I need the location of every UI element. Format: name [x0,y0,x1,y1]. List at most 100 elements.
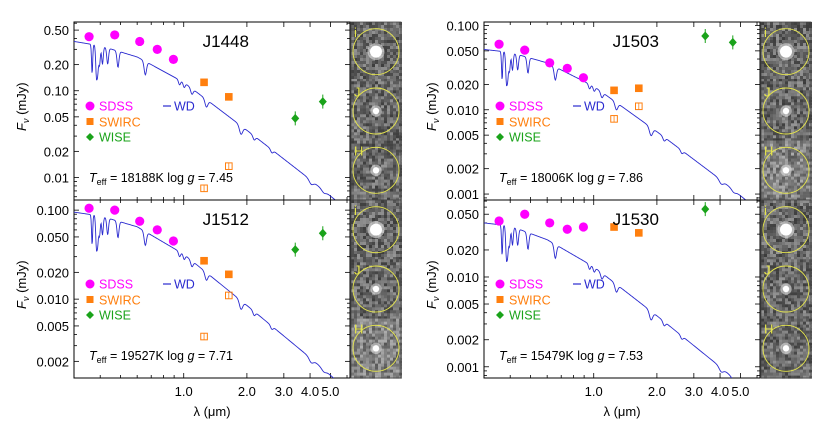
cutout-pixel [809,257,812,260]
cutout-pixel [761,301,764,305]
cutout-pixel [761,289,764,293]
cutout-pixel [782,307,785,311]
cutout-pixel [399,123,402,127]
cutout-pixel [387,236,390,239]
cutout-pixel [387,64,390,67]
cutout-pixel [360,283,363,287]
cutout-pixel [399,242,402,245]
cutout-pixel [809,333,812,337]
cutout-pixel [803,28,806,31]
cutout-pixel [357,158,360,162]
cutout-pixel [761,129,764,133]
cutout-pixel [761,280,764,284]
cutout-pixel [803,304,806,308]
cutout-pixel [785,64,788,67]
cutout-pixel [375,185,378,189]
cutout-pixel [803,70,806,73]
cutout-pixel [381,304,384,308]
cutout-pixel [785,327,788,331]
cutout-pixel [357,61,360,64]
cutout-pixel [384,49,387,52]
cutout-pixel [390,152,393,156]
cutout-pixel [360,289,363,293]
cutout-pixel [764,138,767,142]
cutout-pixel [803,327,806,331]
cutout-pixel [387,173,390,177]
cutout-pixel [372,212,375,215]
cutout-pixel [351,84,354,88]
cutout-pixel [797,203,800,206]
cutout-pixel [369,179,372,183]
cutout-pixel [788,268,791,272]
cutout-pixel [779,152,782,156]
cutout-pixel [360,40,363,43]
cutout-pixel [366,55,369,58]
cutout-pixel [399,230,402,233]
cutout-pixel [767,242,770,245]
swirc-point [200,256,208,265]
cutout-pixel [369,114,372,118]
cutout-pixel [770,70,773,73]
cutout-pixel [770,280,773,284]
cutout-pixel [399,132,402,136]
cutout-pixel [369,318,372,322]
cutout-pixel [788,179,791,183]
cutout-pixel [399,336,402,340]
cutout-pixel [393,268,396,272]
cutout-pixel [773,200,776,203]
cutout-pixel [797,271,800,275]
cutout-pixel [782,188,785,192]
cutout-pixel [794,126,797,130]
cutout-pixel [363,259,366,263]
cutout-pixel [791,197,794,201]
cutout-pixel [393,185,396,189]
cutout-pixel [351,22,354,25]
cutout-pixel [384,307,387,311]
cutout-pixel [351,34,354,37]
cutout-pixel [357,182,360,186]
cutout-pixel [782,339,785,343]
cutout-pixel [375,206,378,209]
cutout-pixel [764,188,767,192]
cutout-pixel [773,58,776,61]
cutout-pixel [773,330,776,334]
cutout-pixel [797,170,800,174]
cutout-pixel [800,339,803,343]
cutout-pixel [372,179,375,183]
cutout-pixel [791,182,794,186]
cutout-pixel [366,369,369,373]
cutout-pixel [794,218,797,221]
cutout-pixel [363,289,366,293]
cutout-pixel [360,327,363,331]
cutout-pixel [363,40,366,43]
cutout-pixel [794,102,797,106]
cutout-pixel [803,161,806,165]
cutout-pixel [390,158,393,162]
cutout-pixel [782,31,785,34]
cutout-pixel [761,245,764,248]
cutout-pixel [372,31,375,34]
cutout-pixel [390,254,393,257]
cutout-pixel [399,73,402,76]
cutout-pixel [785,79,788,82]
cutout-pixel [785,152,788,156]
cutout-pixel [791,369,794,373]
cutout-pixel [369,375,372,379]
cutout-pixel [351,212,354,215]
cutout-pixel [779,215,782,218]
cutout-pixel [764,354,767,358]
cutout-pixel [372,203,375,206]
cutout-pixel [770,126,773,130]
cutout-pixel [387,215,390,218]
cutout-pixel [360,64,363,67]
cutout-pixel [378,129,381,133]
cutout-pixel [390,316,393,320]
cutout-pixel [761,354,764,358]
cutout-pixel [767,61,770,64]
cutout-pixel [803,132,806,136]
cutout-pixel [351,191,354,195]
cutout-pixel [800,366,803,370]
cutout-pixel [791,167,794,171]
cutout-pixel [393,221,396,224]
y-tick-label: 0.050 [36,230,69,245]
